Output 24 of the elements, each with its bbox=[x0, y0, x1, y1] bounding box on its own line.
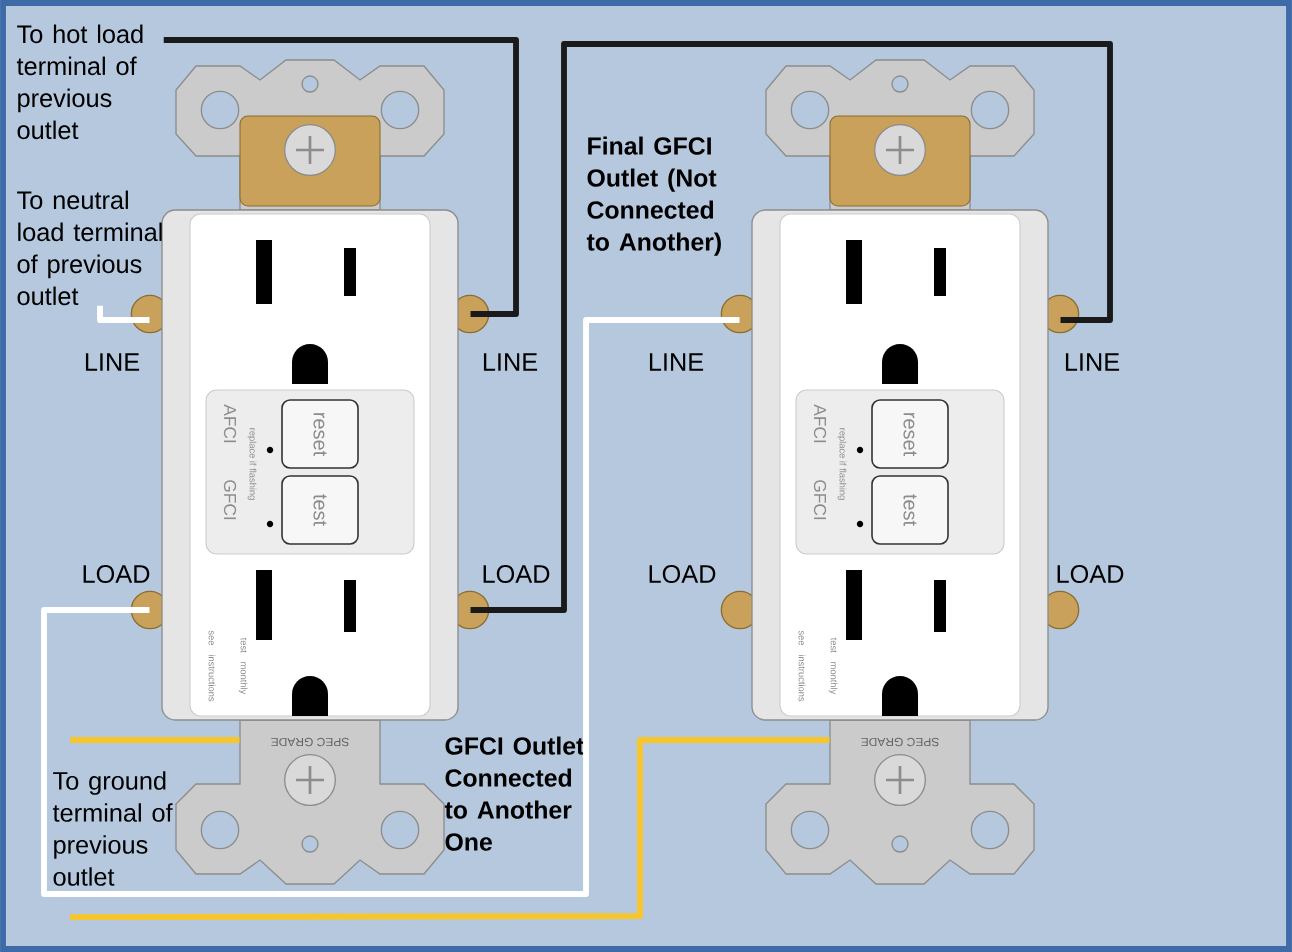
node-label: GFCI Outlet Connected to Another One bbox=[444, 736, 584, 851]
terminal-label: LINE bbox=[483, 353, 538, 371]
terminal-label: LOAD bbox=[649, 565, 716, 583]
wire bbox=[470, 41, 1113, 613]
wire bbox=[70, 737, 240, 743]
button-label: reset bbox=[903, 413, 917, 457]
printed-text: AFCI bbox=[813, 404, 827, 443]
printed-text: GFCI bbox=[223, 480, 237, 520]
wire bbox=[163, 37, 519, 317]
terminal-label: LINE bbox=[85, 353, 140, 371]
printed-text: GFCI bbox=[813, 480, 827, 520]
wire bbox=[41, 317, 740, 897]
node-label: Final GFCI Outlet (Not Connected to Another) bbox=[586, 136, 721, 256]
terminal-label: LINE bbox=[649, 353, 704, 371]
wire bbox=[97, 305, 150, 323]
terminal-label: LOAD bbox=[483, 565, 550, 583]
annotation-text: To neutral load terminal of previous outlet bbox=[17, 190, 162, 306]
wire bbox=[70, 737, 830, 920]
button-label: test bbox=[903, 494, 917, 526]
button-label: reset bbox=[313, 413, 327, 457]
printed-text: AFCI bbox=[223, 404, 237, 443]
annotation-text: To ground terminal of previous outlet bbox=[52, 771, 173, 886]
button-label: test bbox=[313, 494, 327, 526]
annotation-text: To hot load terminal of previous outlet bbox=[16, 24, 143, 140]
